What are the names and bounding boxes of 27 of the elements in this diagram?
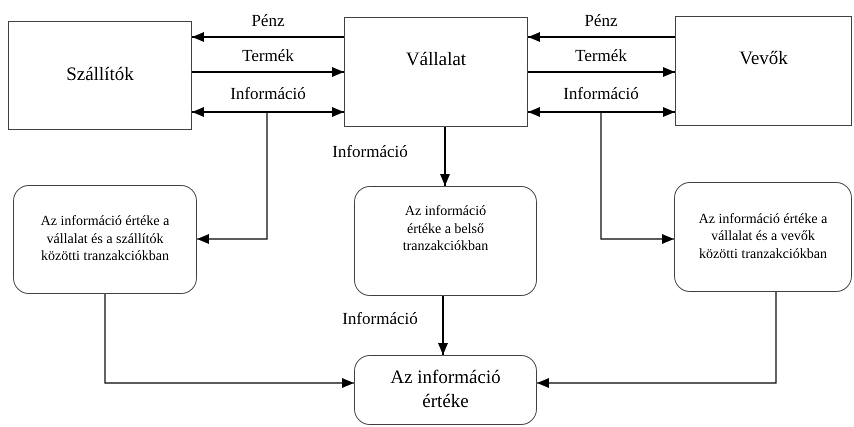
arrow <box>528 107 675 117</box>
process-box: Az információ értéke a vállalat és a szállítók közötti tranzakciókban <box>13 185 197 294</box>
edge-label: Pénz <box>582 12 620 29</box>
edge-label: Információ <box>330 143 410 160</box>
entity-box: Vállalat <box>344 17 528 127</box>
result-box: Az információ értéke <box>354 355 537 425</box>
arrow <box>192 67 344 77</box>
entity-box: Vevők <box>675 16 852 126</box>
arrow <box>528 67 675 77</box>
edge-label: Információ <box>340 310 420 327</box>
arrow <box>528 32 675 42</box>
arrow <box>600 112 674 244</box>
edge-label: Termék <box>240 47 296 64</box>
process-box: Az információ értéke a belső tranzakciókban <box>354 186 537 296</box>
edge-label: Termék <box>573 47 629 64</box>
arrow <box>537 292 777 388</box>
edge-label: Információ <box>561 85 641 102</box>
arrow <box>440 127 450 186</box>
arrow <box>104 294 354 388</box>
process-box: Az információ értéke a vállalat és a vevők közötti tranzakciókban <box>674 182 852 292</box>
entity-box: Szállítók <box>8 21 192 130</box>
edge-label: Pénz <box>249 12 287 29</box>
arrow <box>197 112 268 244</box>
arrow <box>192 107 344 117</box>
edge-label: Információ <box>228 85 308 102</box>
arrow <box>192 32 344 42</box>
arrow <box>438 296 448 355</box>
